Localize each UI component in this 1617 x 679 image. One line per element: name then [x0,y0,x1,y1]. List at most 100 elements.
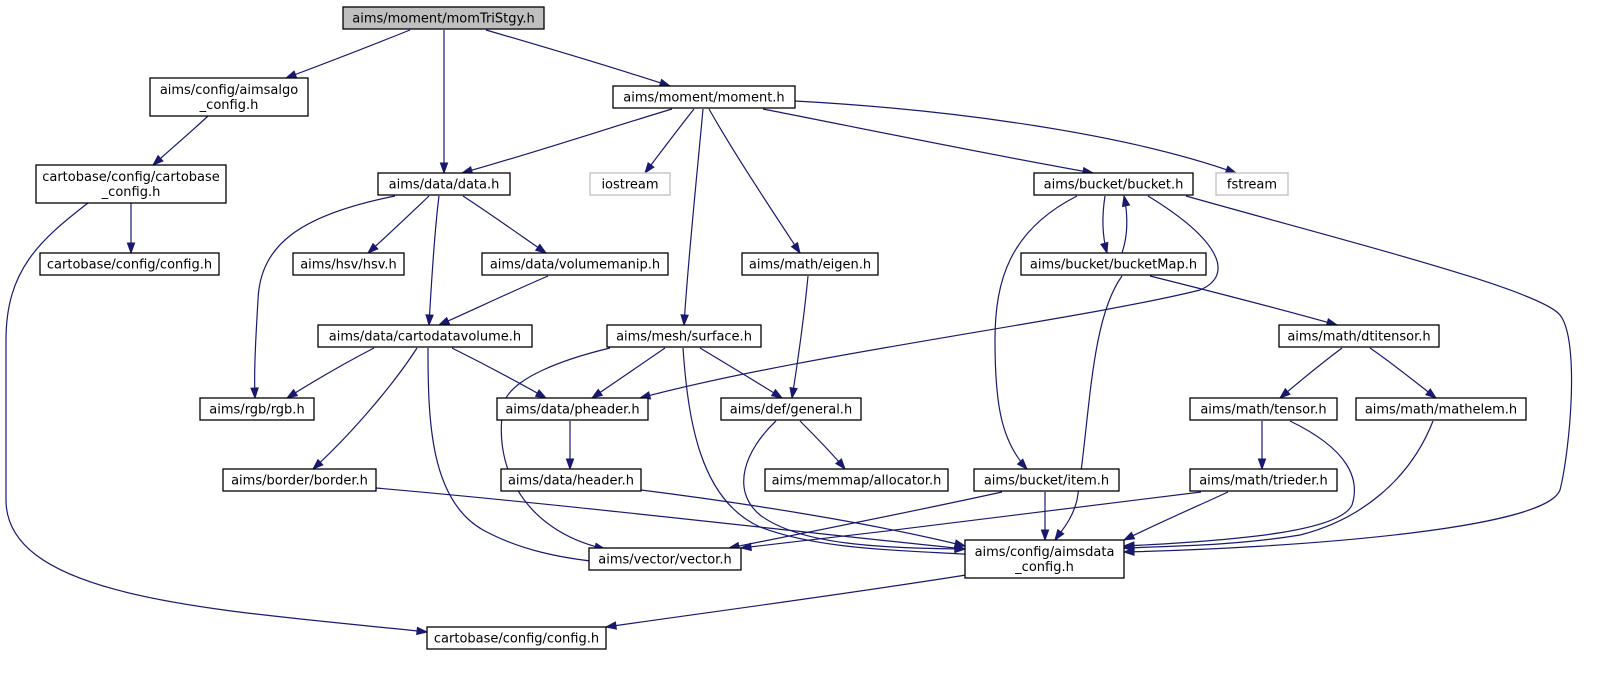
edge-moment-to-surface [680,108,704,327]
node-bucket[interactable]: aims/bucket/bucket.h [1033,172,1194,196]
nodes-layer: aims/moment/momTriStgy.h aims/config/aims… [35,6,1527,650]
edge-arrowhead [126,242,136,255]
edge-eigen-to-general [789,275,809,400]
node-box [964,539,1125,579]
edge-line [728,491,1003,549]
node-surface[interactable]: aims/mesh/surface.h [606,324,762,348]
node-label: _config.h [101,185,161,200]
node-config1[interactable]: cartobase/config/config.h [39,252,220,276]
edge-moment-to-eigen [708,108,801,255]
node-pheader[interactable]: aims/data/pheader.h [496,397,649,421]
node-label: aims/math/dtitensor.h [1287,330,1430,345]
edge-line [644,108,695,174]
edge-arrowhead [739,542,752,552]
node-tensor[interactable]: aims/math/tensor.h [1189,397,1338,421]
edge-line [451,347,547,399]
edge-moment-to-iostream [644,108,695,175]
edge-arrowhead [285,388,299,399]
edge-line [375,487,966,550]
node-iostream: iostream [589,172,671,196]
node-label: aims/data/volumemanip.h [490,258,660,273]
edge-arrowhead [416,626,429,636]
edge-arrowhead [565,458,575,471]
node-box [1020,252,1207,276]
edge-line [791,275,809,399]
edge-arrowhead [1054,528,1065,542]
node-cdvol[interactable]: aims/data/cartodatavolume.h [317,324,533,348]
edge-cbcfg-to-config2 [5,202,429,636]
node-item[interactable]: aims/bucket/item.h [973,468,1120,492]
node-hsv[interactable]: aims/hsv/hsv.h [292,252,405,276]
node-vector[interactable]: aims/vector/vector.h [588,547,742,571]
edge-cbcfg-to-config1 [126,203,136,255]
node-box [1355,397,1527,421]
edge-arrowhead [1257,458,1267,471]
edge-line [591,347,666,399]
node-box [39,252,220,276]
node-aimsdata[interactable]: aims/config/aimsdata_config.h [964,539,1125,579]
edge-line [427,347,601,563]
edge-arrowhead [1121,194,1131,208]
edge-moment-to-bucket [762,108,1095,176]
node-box [1189,397,1338,421]
node-eigen[interactable]: aims/math/eigen.h [741,252,879,276]
node-bucketmap[interactable]: aims/bucket/bucketMap.h [1020,252,1207,276]
node-dtitensor[interactable]: aims/math/dtitensor.h [1278,324,1440,348]
edge-line [485,29,671,87]
edge-header-to-aimsdata [640,489,967,548]
node-volmanip[interactable]: aims/data/volumemanip.h [481,252,669,276]
edge-border-to-aimsdata [375,487,967,553]
node-label: aims/mesh/surface.h [616,330,752,345]
node-general[interactable]: aims/def/general.h [720,397,862,421]
node-rgb[interactable]: aims/rgb/rgb.h [199,397,315,421]
edge-line [639,195,1219,399]
edge-pheader-to-header [565,421,575,471]
edge-arrowhead [1224,165,1238,174]
node-label: aims/data/pheader.h [505,403,639,418]
node-mathelem[interactable]: aims/math/mathelem.h [1355,397,1527,421]
node-box [199,397,315,421]
node-box [1215,172,1289,196]
node-label: iostream [601,178,658,193]
node-cbcfg[interactable]: cartobase/config/cartobase_config.h [35,164,227,204]
edge-bucket-to-bucketmap [1100,195,1109,255]
node-allocator[interactable]: aims/memmap/allocator.h [764,468,949,492]
node-box [1189,468,1338,492]
edge-line [462,195,547,254]
edge-arrowhead [590,388,604,399]
edge-mathelem-to-aimsdata [1122,420,1434,552]
edge-line [5,202,428,633]
edge-line [500,347,611,550]
edge-line [743,420,966,550]
node-box [588,547,742,571]
node-box [500,468,642,492]
edge-cdvol-to-border [311,347,418,470]
edge-line [1149,275,1338,326]
edge-arrowhead [1122,543,1135,552]
node-data[interactable]: aims/data/data.h [377,172,511,196]
node-root[interactable]: aims/moment/momTriStgy.h [342,6,545,30]
edge-aimsdata-to-config2 [604,574,967,630]
node-moment[interactable]: aims/moment/moment.h [612,85,796,109]
node-border[interactable]: aims/border/border.h [222,468,377,492]
node-label: cartobase/config/cartobase [42,170,220,185]
edge-trieder-to-vector [739,491,1202,552]
edge-root-to-moment [485,29,672,87]
edge-line [994,195,1078,470]
node-box [342,6,545,30]
node-label: _config.h [1014,560,1074,575]
node-label: aims/memmap/allocator.h [772,474,942,489]
edge-arrowhead [834,458,846,471]
node-trieder[interactable]: aims/math/trieder.h [1189,468,1338,492]
node-config2[interactable]: cartobase/config/config.h [426,626,607,650]
node-label: aims/def/general.h [730,403,852,418]
edge-cdvol-to-rgb [285,347,375,399]
node-header[interactable]: aims/data/header.h [500,468,642,492]
node-label: fstream [1227,178,1277,193]
edge-line [461,108,673,174]
node-aimsalgo[interactable]: aims/config/aimsalgo_config.h [149,77,309,117]
node-label: aims/vector/vector.h [598,553,731,568]
node-box [292,252,405,276]
edge-arrowhead [1122,531,1136,541]
